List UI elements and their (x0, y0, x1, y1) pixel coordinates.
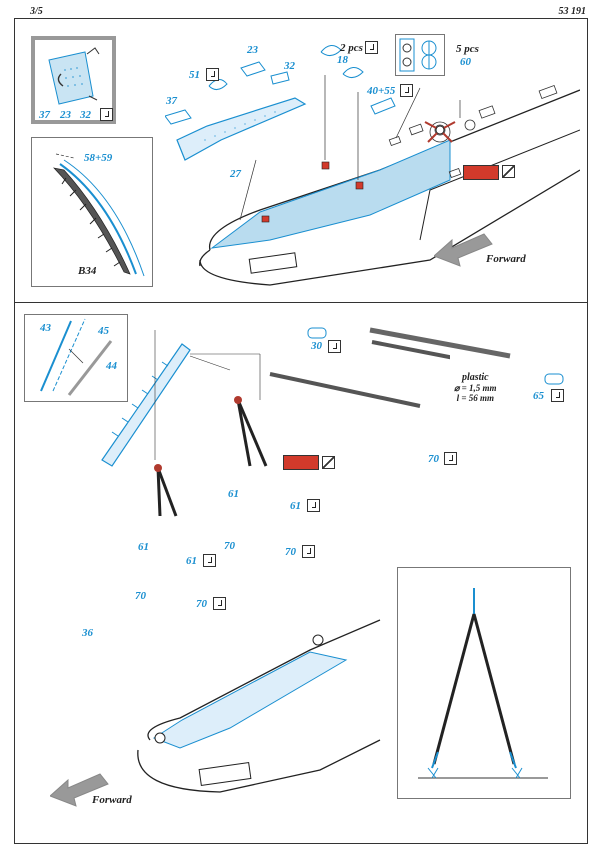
label-part-32: 32 (284, 60, 295, 72)
check-icon (328, 340, 341, 353)
paint-red-swatch (463, 165, 499, 180)
label-part-51: 51 (189, 69, 200, 81)
label-part-23: 23 (247, 44, 258, 56)
label-part-37-inset: 37 (39, 109, 50, 121)
label-part-58-59: 58+59 (84, 152, 113, 164)
label-part-36: 36 (82, 627, 93, 639)
check-icon (400, 84, 413, 97)
label-part-65: 65 (533, 390, 544, 402)
label-part-44: 44 (106, 360, 117, 372)
lens-illustration (399, 38, 437, 72)
bottom-hull-drawing (137, 619, 381, 793)
inset-b34-box (31, 137, 153, 287)
label-forward-bottom: Forward (92, 794, 132, 806)
check-icon (100, 108, 113, 121)
mast-assembly-drawing (101, 330, 450, 517)
label-part-70-a: 70 (428, 453, 439, 465)
inset-ladder-box (24, 314, 128, 402)
forward-arrow-top (434, 233, 493, 267)
ladder-illustration (40, 318, 113, 396)
label-part-18: 18 (337, 54, 348, 66)
check-icon (551, 389, 564, 402)
label-part-30: 30 (311, 340, 322, 352)
label-part-60: 60 (460, 56, 471, 68)
label-part-27: 27 (230, 168, 241, 180)
inset-mast-detail-box (397, 567, 571, 799)
label-part-43: 43 (40, 322, 51, 334)
label-part-40-55: 40+55 (367, 85, 396, 97)
check-icon (365, 41, 378, 54)
label-forward-top: Forward (486, 253, 526, 265)
fret-illustration (48, 47, 100, 105)
label-part-70-e: 70 (285, 546, 296, 558)
label-2-pcs: 2 pcs (340, 42, 363, 54)
label-part-b34: B34 (78, 265, 97, 277)
inset-lens-box (395, 34, 445, 76)
plastic-diameter: ⌀ = 1,5 mm (454, 383, 497, 393)
check-icon (307, 499, 320, 512)
check-icon (203, 554, 216, 567)
label-part-61-a: 61 (138, 541, 149, 553)
mast-detail-illustration (418, 588, 548, 779)
check-icon (213, 597, 226, 610)
label-part-61-c: 61 (228, 488, 239, 500)
part-65-shape (544, 373, 564, 385)
top-parts-shapes (165, 45, 396, 161)
b34-illustration (52, 153, 145, 277)
label-part-70-c: 70 (196, 598, 207, 610)
top-hull-drawing (199, 75, 580, 286)
label-part-70-b: 70 (135, 590, 146, 602)
paint-finish-icon (502, 165, 515, 178)
kit-code: 53 191 (558, 6, 587, 17)
page-number: 3/5 (30, 6, 43, 17)
plastic-note: plastic ⌀ = 1,5 mm l = 56 mm (454, 372, 497, 404)
paint-red-swatch-2 (283, 455, 319, 470)
plastic-length: l = 56 mm (456, 393, 494, 403)
label-part-32-inset: 32 (80, 109, 91, 121)
page-frame (14, 18, 588, 844)
label-part-61-b: 61 (186, 555, 197, 567)
label-part-37: 37 (166, 95, 177, 107)
label-part-23-inset: 23 (60, 109, 71, 121)
paint-finish-icon-2 (322, 456, 335, 469)
label-part-45: 45 (98, 325, 109, 337)
check-icon (302, 545, 315, 558)
label-part-61-d: 61 (290, 500, 301, 512)
label-5-pcs: 5 pcs (456, 43, 479, 55)
check-icon (206, 68, 219, 81)
rod-parts-drawing (307, 327, 511, 359)
check-icon (444, 452, 457, 465)
label-part-70-d: 70 (224, 540, 235, 552)
plastic-label: plastic (461, 372, 489, 383)
section-divider (14, 302, 588, 303)
forward-arrow-bottom (50, 773, 109, 807)
